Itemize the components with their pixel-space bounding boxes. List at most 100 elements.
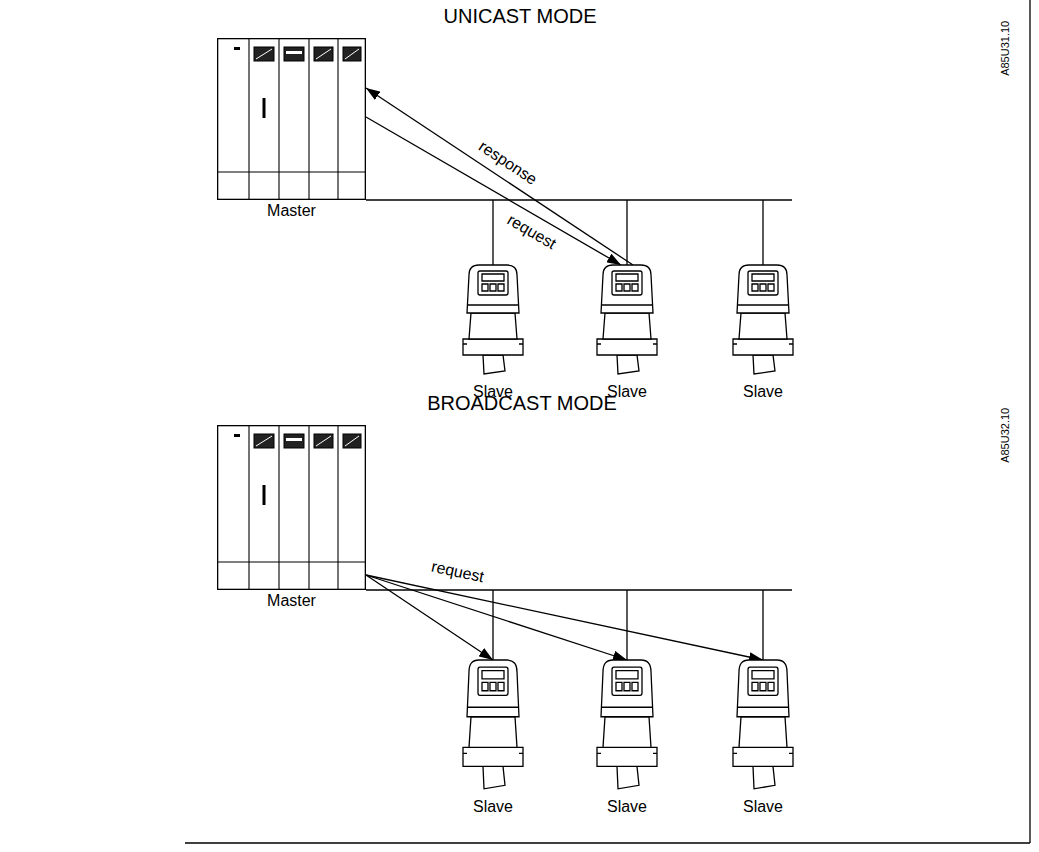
slave-node: Slave <box>731 265 795 375</box>
display-key <box>482 284 488 291</box>
connector-arrow <box>366 575 493 660</box>
panel-diagonal <box>316 436 331 446</box>
transmitter-device <box>463 660 523 789</box>
display-key <box>498 284 504 291</box>
module-switch <box>263 98 266 118</box>
device-shape <box>731 660 795 790</box>
display-key <box>490 284 496 291</box>
transmitter-device <box>597 265 657 374</box>
rack-outline <box>218 426 366 590</box>
figure-code: A85U31.10 <box>1000 20 1013 75</box>
master-rack <box>217 425 366 590</box>
master-node: Master <box>217 38 366 200</box>
transmitter-device <box>733 265 793 374</box>
housing-head <box>467 660 519 717</box>
display-key <box>760 682 766 690</box>
display-key <box>632 682 638 690</box>
panel-diagonal <box>256 436 272 446</box>
housing-seam <box>601 707 653 708</box>
display-key <box>624 284 630 291</box>
slave-node: Slave <box>595 265 659 375</box>
bus-line <box>366 589 792 590</box>
unicast-bus <box>366 200 792 265</box>
display-window <box>478 667 508 695</box>
device-shape <box>461 265 525 375</box>
connector-arrow <box>366 88 633 265</box>
process-stem <box>617 766 639 788</box>
housing-head <box>737 660 789 717</box>
housing-seam <box>467 304 519 305</box>
display-screen <box>482 671 504 679</box>
node-label: Slave <box>743 383 783 401</box>
slave-node: Slave <box>461 660 525 790</box>
housing-head <box>601 265 653 313</box>
transmitter-device <box>597 660 657 789</box>
device-shape <box>595 265 659 375</box>
display-key <box>768 682 774 690</box>
edge-label: request <box>428 558 488 587</box>
flange <box>733 339 793 355</box>
module-divider <box>278 425 279 590</box>
rack-shape <box>217 38 366 200</box>
rack-outline <box>218 39 366 200</box>
device-shape <box>461 660 525 790</box>
housing-seam <box>467 707 519 708</box>
connector-arrow <box>366 575 763 660</box>
panel-diagonal <box>345 49 359 59</box>
drop-line <box>626 590 627 660</box>
drop-line <box>492 590 493 660</box>
led-mark <box>234 434 240 437</box>
flange <box>463 747 523 766</box>
housing-seam <box>601 304 653 305</box>
display-key <box>490 682 496 690</box>
module-switch <box>263 485 266 505</box>
flange <box>597 339 657 355</box>
housing-seam <box>737 707 789 708</box>
process-stem <box>617 355 639 374</box>
process-stem <box>483 766 505 788</box>
rack-band-line <box>217 561 366 562</box>
mode-title: UNICAST MODE <box>444 5 597 28</box>
display-screen <box>752 274 774 281</box>
display-window <box>748 271 778 295</box>
edge-label: response <box>474 137 542 190</box>
module-panel <box>343 434 361 448</box>
module-divider <box>337 425 338 590</box>
slave-node: Slave <box>731 660 795 790</box>
frame-line <box>185 842 1030 843</box>
housing-body <box>739 313 787 339</box>
rack-shape <box>217 425 366 590</box>
display-key <box>632 284 638 291</box>
housing-body <box>739 717 787 748</box>
display-window <box>612 271 642 295</box>
connector-arrow <box>366 575 627 660</box>
broadcast-bus <box>366 590 792 660</box>
display-key <box>616 284 622 291</box>
housing-body <box>469 717 517 748</box>
figure-code: A85U32.10 <box>1000 407 1013 462</box>
panel-diagonal <box>256 49 272 59</box>
flange <box>733 747 793 766</box>
node-label: Slave <box>743 798 783 816</box>
transmitter-device <box>463 265 523 374</box>
bus-line <box>366 199 792 200</box>
panel-bar <box>286 438 302 441</box>
housing-head <box>467 265 519 313</box>
module-divider <box>278 38 279 200</box>
node-label: Slave <box>607 798 647 816</box>
process-stem <box>483 355 505 374</box>
module-divider <box>248 38 249 200</box>
display-screen <box>616 274 638 281</box>
panel-diagonal <box>345 436 359 446</box>
flange <box>597 747 657 766</box>
connector-arrow <box>366 117 621 265</box>
module-panel <box>254 47 274 61</box>
display-key <box>498 682 504 690</box>
device-shape <box>731 265 795 375</box>
housing-head <box>737 265 789 313</box>
display-window <box>478 271 508 295</box>
housing-body <box>469 313 517 339</box>
